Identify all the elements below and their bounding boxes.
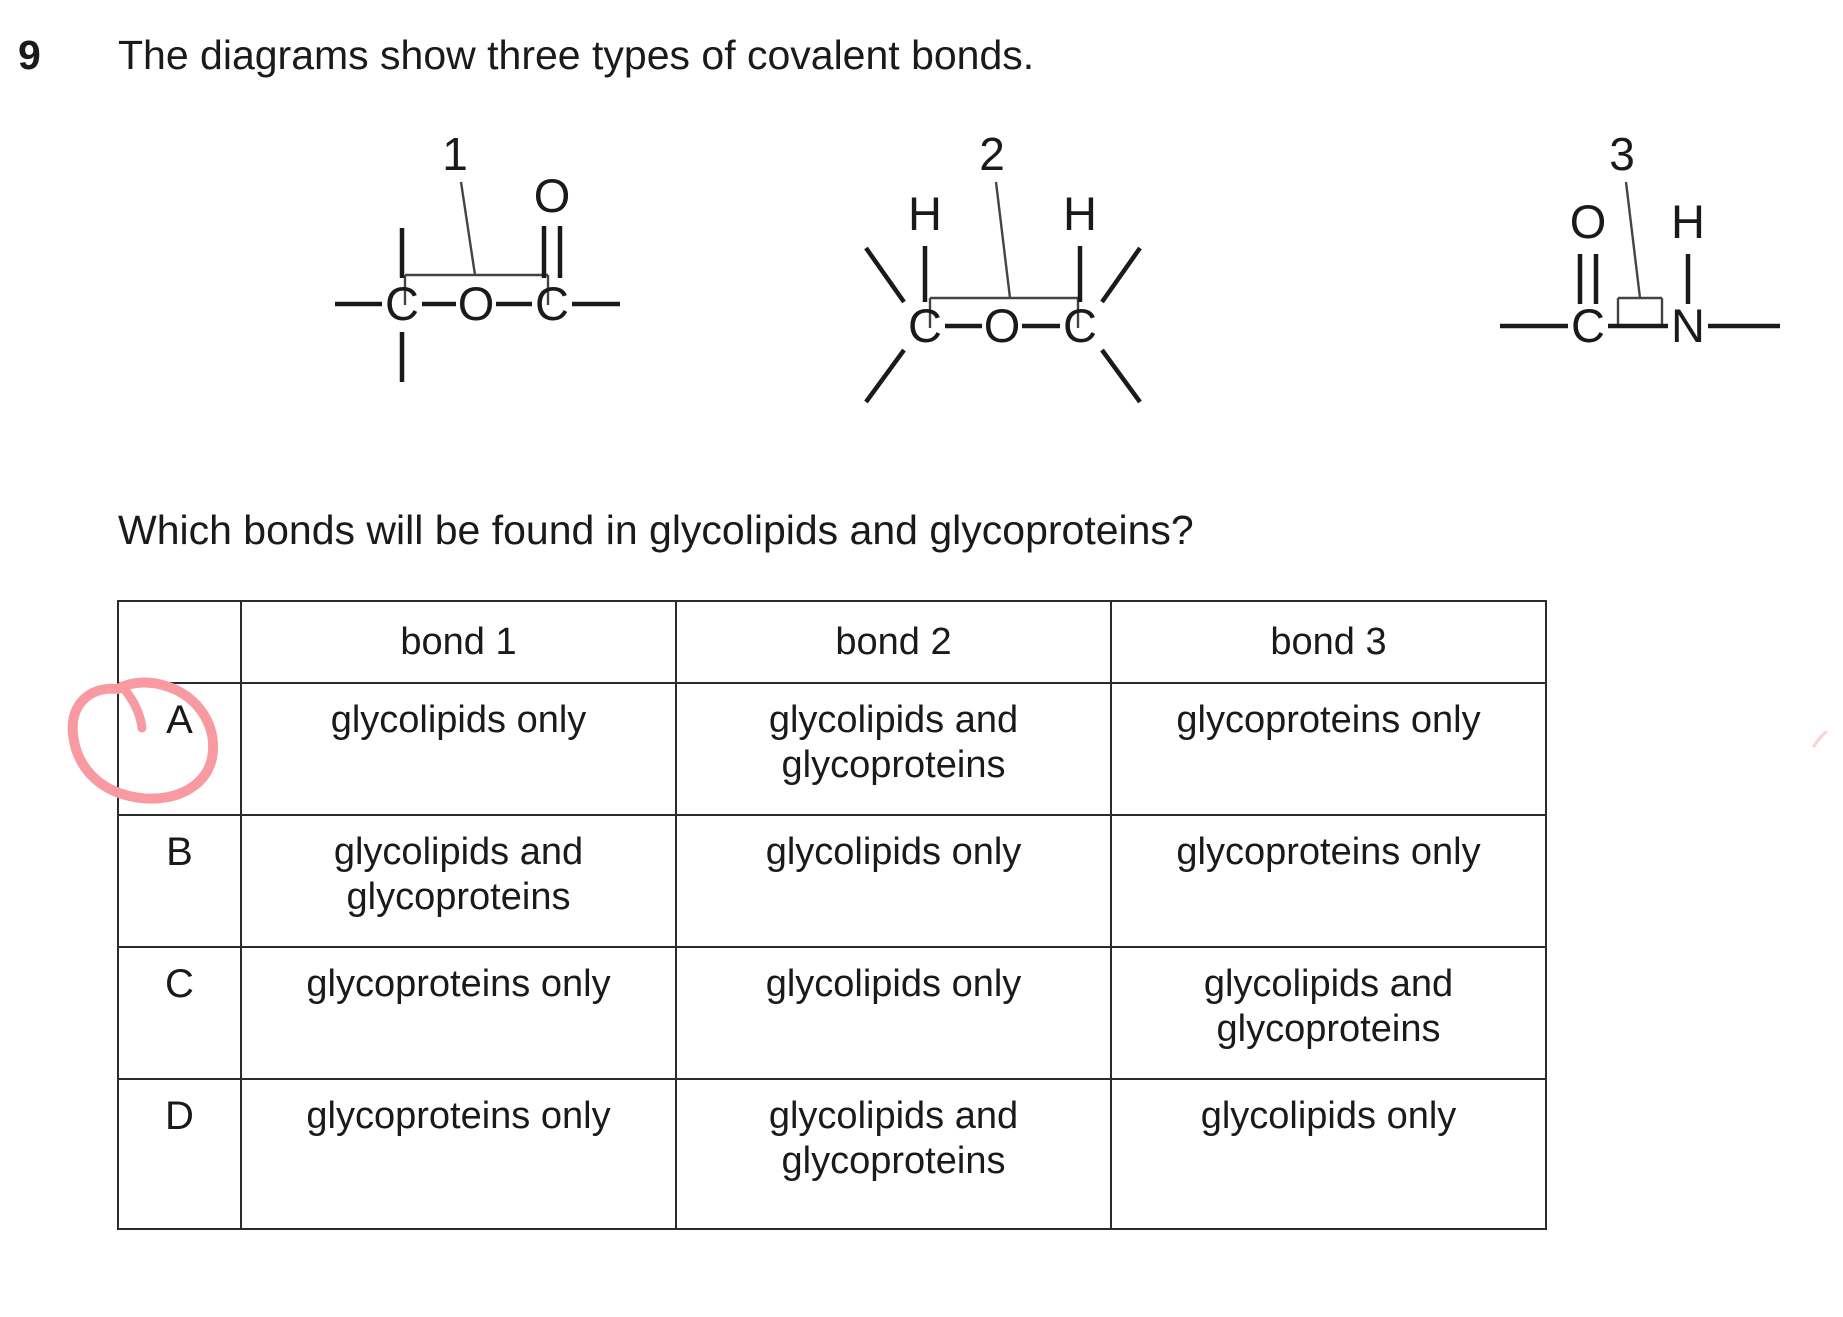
option-d-bond-3: glycolipids only xyxy=(1110,1078,1547,1230)
table-row[interactable]: D glycoproteins only glycolipids and gly… xyxy=(117,1078,1547,1230)
bond-3-label: 3 xyxy=(1609,128,1635,180)
question-number: 9 xyxy=(18,32,41,78)
atom-nitrogen: N xyxy=(1671,299,1705,352)
option-letter-a[interactable]: A xyxy=(117,682,242,816)
atom-carbon-right: C xyxy=(535,277,569,330)
answer-options-table: bond 1 bond 2 bond 3 A glycolipids only … xyxy=(117,600,1547,1230)
option-a-bond-1: glycolipids only xyxy=(240,682,677,816)
table-header-row: bond 1 bond 2 bond 3 xyxy=(117,600,1547,684)
atom-oxygen-carbonyl: O xyxy=(1570,195,1607,248)
atom-oxygen-carbonyl: O xyxy=(534,169,571,222)
bond-2-label: 2 xyxy=(979,128,1005,180)
atom-hydrogen-amide: H xyxy=(1671,195,1705,248)
option-c-bond-2: glycolipids only xyxy=(675,946,1112,1080)
bond-diagram-1: 1 C O C O xyxy=(330,120,690,420)
atom-carbon-left: C xyxy=(385,277,419,330)
atom-oxygen-bridge: O xyxy=(458,277,495,330)
option-a-bond-3: glycoproteins only xyxy=(1110,682,1547,816)
table-row[interactable]: C glycoproteins only glycolipids only gl… xyxy=(117,946,1547,1080)
bond-diagram-2: 2 H H C O C xyxy=(830,120,1160,420)
atom-carbon: C xyxy=(1571,299,1605,352)
header-bond-2: bond 2 xyxy=(675,600,1112,684)
option-d-bond-1: glycoproteins only xyxy=(240,1078,677,1230)
bond-diagram-3: 3 O H C N xyxy=(1490,120,1830,420)
atom-hydrogen-left: H xyxy=(908,187,942,240)
option-letter-d[interactable]: D xyxy=(117,1078,242,1230)
option-c-bond-3: glycolipids and glycoproteins xyxy=(1110,946,1547,1080)
option-c-bond-1: glycoproteins only xyxy=(240,946,677,1080)
atom-carbon-right: C xyxy=(1063,299,1097,352)
atom-hydrogen-right: H xyxy=(1063,187,1097,240)
ink-speck xyxy=(1812,730,1828,748)
table-row[interactable]: B glycolipids and glycoproteins glycolip… xyxy=(117,814,1547,948)
table-row[interactable]: A glycolipids only glycolipids and glyco… xyxy=(117,682,1547,816)
bond-1-label: 1 xyxy=(442,128,468,180)
bond-diagrams: 1 C O C O 2 xyxy=(0,120,1843,420)
atom-carbon-left: C xyxy=(908,299,942,352)
option-d-bond-2: glycolipids and glycoproteins xyxy=(675,1078,1112,1230)
question-stem: The diagrams show three types of covalen… xyxy=(118,32,1035,78)
sub-question-text: Which bonds will be found in glycolipids… xyxy=(118,507,1194,553)
option-letter-c[interactable]: C xyxy=(117,946,242,1080)
option-b-bond-2: glycolipids only xyxy=(675,814,1112,948)
option-letter-b[interactable]: B xyxy=(117,814,242,948)
option-b-bond-3: glycoproteins only xyxy=(1110,814,1547,948)
atom-oxygen-bridge: O xyxy=(984,299,1021,352)
option-a-bond-2: glycolipids and glycoproteins xyxy=(675,682,1112,816)
option-b-bond-1: glycolipids and glycoproteins xyxy=(240,814,677,948)
header-bond-1: bond 1 xyxy=(240,600,677,684)
header-bond-3: bond 3 xyxy=(1110,600,1547,684)
question-header: 9 The diagrams show three types of coval… xyxy=(0,22,1843,88)
header-blank xyxy=(117,600,242,684)
